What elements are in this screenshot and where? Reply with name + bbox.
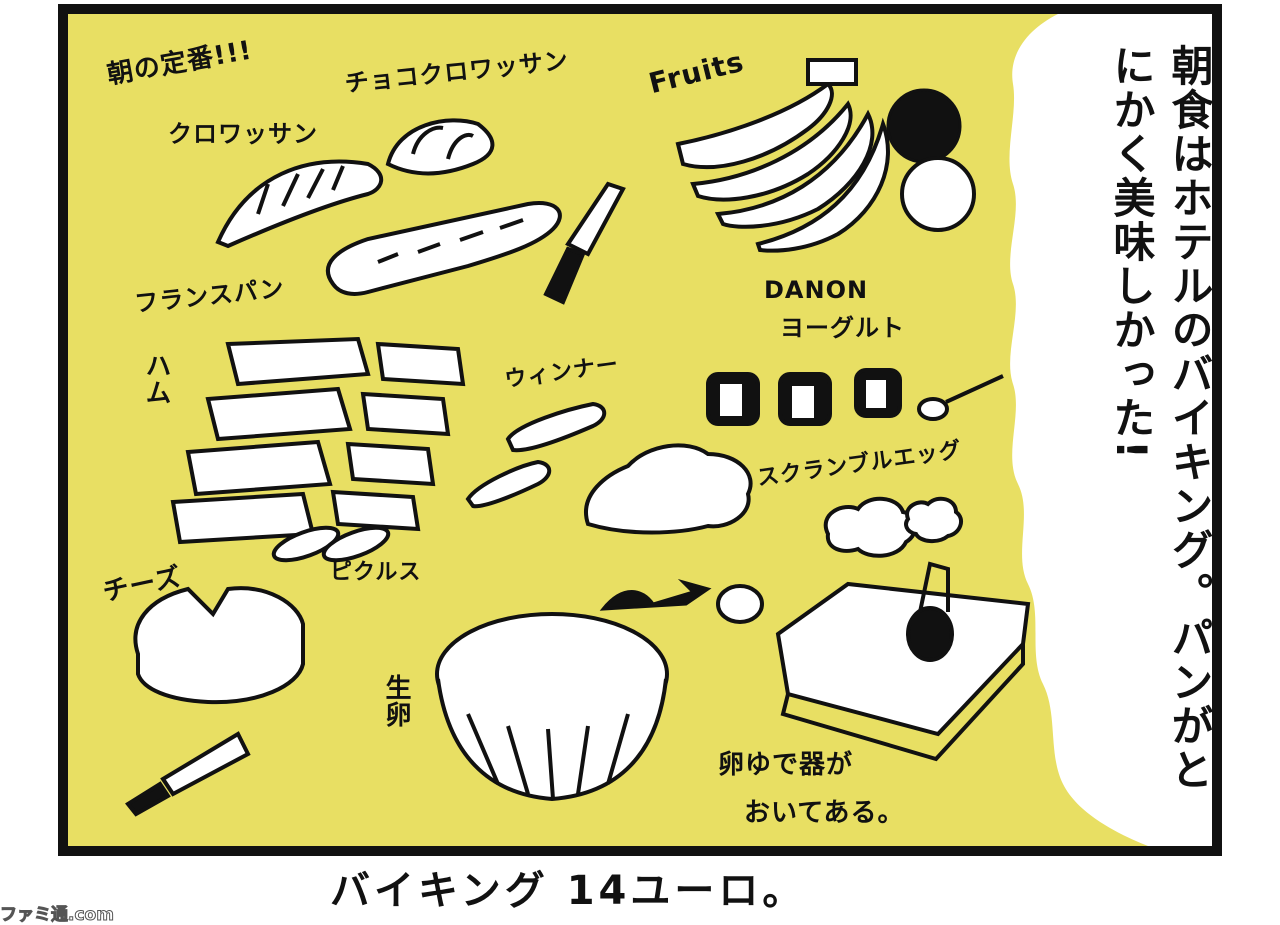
orange-drawing	[900, 156, 976, 232]
apple-drawing	[886, 88, 962, 164]
scrambled-eggs-drawing	[584, 443, 753, 535]
bread-knife-drawing	[543, 181, 626, 305]
steam-drawing	[823, 496, 964, 558]
baguette-drawing	[326, 201, 562, 296]
label-egg-boiler-1: 卵ゆで器が	[718, 750, 854, 780]
banana-drawing	[675, 58, 890, 253]
panel-illustration	[68, 14, 1212, 846]
choco-croissant-drawing	[385, 118, 495, 176]
ham-stack-right	[330, 341, 466, 532]
caption-text: バイキング 14ユーロ。	[330, 868, 807, 914]
comic-panel: 朝の定番!!! クロワッサン チョコクロワッサン フランスパン Fruits D…	[58, 4, 1222, 856]
cheese-drawing	[133, 586, 305, 705]
cheese-knife-drawing	[125, 731, 251, 817]
label-raw-egg: 生卵	[381, 674, 411, 728]
yogurt-cups-drawing	[706, 368, 902, 426]
label-croissant: クロワッサン	[168, 120, 318, 148]
label-pickles: ピクルス	[330, 560, 422, 585]
pickles-drawing	[271, 525, 391, 563]
egg-basket-drawing	[435, 612, 669, 802]
label-yogurt: ヨーグルト	[780, 314, 905, 342]
arrow-drawing	[599, 579, 712, 611]
label-egg-boiler-2: おいてある。	[744, 798, 905, 828]
narration-text: 朝食はホテルのバイキング。パンがとにかく美味しかった!	[1107, 44, 1214, 792]
loose-egg-drawing	[716, 584, 764, 624]
croissant-drawing	[215, 159, 384, 249]
wiener-drawing	[465, 401, 607, 509]
label-danon: DANON	[764, 276, 869, 304]
narration-cloud	[1009, 14, 1212, 846]
label-ham: ハム	[141, 352, 171, 406]
ham-stack-left	[170, 336, 371, 545]
spoon-drawing	[917, 374, 1004, 421]
watermark-logo: ファミ通.com	[0, 905, 114, 925]
egg-boiler-drawing	[775, 561, 1031, 762]
